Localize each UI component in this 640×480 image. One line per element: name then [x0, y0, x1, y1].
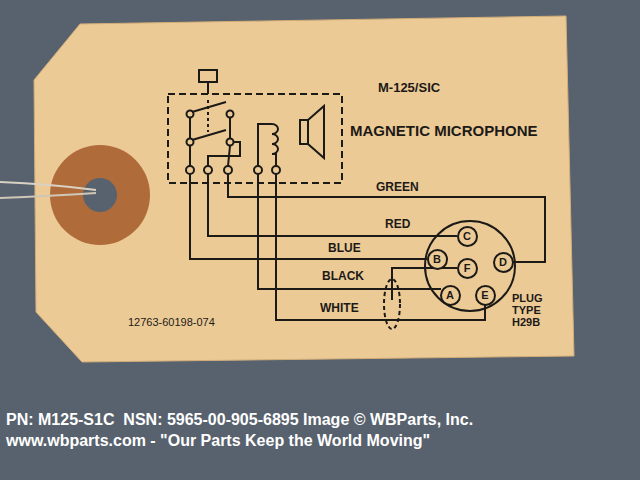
switch-blade	[192, 102, 226, 112]
relay-coil	[199, 70, 217, 82]
switch-wire	[228, 146, 230, 166]
wire-color: GREEN	[374, 181, 421, 195]
blue-wire	[190, 174, 427, 259]
string	[0, 182, 96, 190]
wire-color: WHITE	[318, 302, 361, 316]
pin-circle	[441, 286, 460, 305]
coil-lead	[272, 154, 276, 166]
actuator-line	[207, 82, 209, 94]
pin-letter: A	[446, 290, 454, 301]
plug-pin: C	[457, 226, 478, 247]
switch-wire	[189, 118, 191, 138]
plug-pin: B	[427, 249, 448, 270]
pin-circle	[458, 227, 477, 246]
plug-pin: E	[475, 285, 496, 306]
switch-contact	[227, 111, 234, 118]
white-wire	[276, 174, 485, 320]
actuator-link	[207, 100, 209, 132]
string	[0, 193, 96, 198]
red-wire	[208, 174, 457, 236]
switch-blade	[192, 130, 226, 140]
speaker-cone	[308, 106, 324, 158]
voice-coil	[272, 124, 278, 154]
connector-plug: PLUG TYPE H29BCBFDAE	[424, 220, 516, 312]
shield-drain	[392, 268, 457, 300]
wire-color: BLUE	[326, 242, 363, 256]
tag-hole	[83, 178, 117, 212]
plug-circle	[425, 221, 515, 311]
terminal	[254, 166, 262, 174]
switch-wire	[229, 118, 231, 138]
pin-letter: D	[499, 257, 507, 268]
switch-wire	[189, 146, 191, 166]
diagram-title: MAGNETIC MICROPHONE	[348, 122, 540, 139]
wire-color: BLACK	[320, 270, 366, 284]
coil-lead	[258, 124, 272, 166]
pin-circle	[494, 253, 513, 272]
terminal	[272, 166, 280, 174]
pin-letter: B	[433, 254, 441, 265]
plug-pin: D	[493, 252, 514, 273]
pin-circle	[428, 250, 447, 269]
terminal	[224, 166, 232, 174]
terminal	[204, 166, 212, 174]
model-number: M-125/SIC	[376, 81, 442, 96]
part-number: 12763-60198-074	[126, 316, 217, 329]
microphone-housing	[168, 94, 342, 183]
pin-letter: C	[463, 231, 471, 242]
black-wire	[258, 174, 441, 289]
speaker-magnet	[300, 120, 308, 144]
wire-color: RED	[383, 218, 412, 232]
switch-wire	[208, 142, 240, 166]
terminal	[186, 166, 194, 174]
watermark: www.wbparts.com - "Our Parts Keep the Wo…	[6, 432, 430, 450]
plug-type: PLUG TYPE H29B	[512, 292, 552, 328]
pin-letter: F	[464, 263, 471, 274]
watermark: PN: M125-S1C NSN: 5965-00-905-6895 Image…	[6, 411, 473, 429]
plug-pin: F	[457, 258, 478, 279]
cable-shield	[384, 279, 400, 329]
switch-contact	[227, 139, 234, 146]
pin-circle	[458, 259, 477, 278]
plug-pin: A	[440, 285, 461, 306]
pin-circle	[476, 286, 495, 305]
manila-tag	[34, 16, 574, 362]
pin-letter: E	[481, 290, 488, 301]
